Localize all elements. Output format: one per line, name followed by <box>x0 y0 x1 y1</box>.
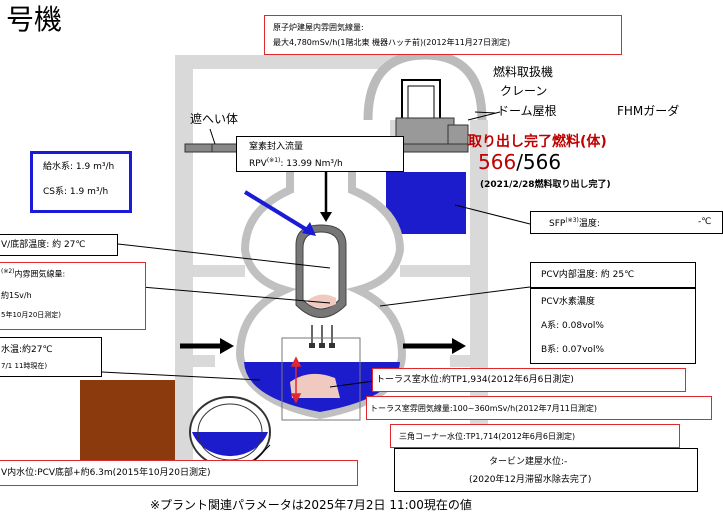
fhm-girder-label: FHMガーダ <box>617 104 680 118</box>
turbine-water-line1: タービン建屋水位:- <box>489 457 568 467</box>
water-temp-box: 水温:約27℃ 7/1 11時現在) <box>0 337 102 377</box>
shield-label: 遮へい体 <box>190 112 239 126</box>
nitrogen-box: 窒素封入流量 RPV(※1): 13.99 Nm³/h <box>236 136 404 172</box>
torus-dose-box: トーラス室雰囲気線量:100~360mSv/h(2012年7月11日測定) <box>366 396 712 420</box>
flow-arrows <box>180 170 466 354</box>
fuel-handling-machine-label: 燃料取扱機 <box>493 65 554 79</box>
pcv-atmos-dose-line1: 内雰囲気線量: <box>14 269 66 279</box>
dome-roof-label: ドーム屋根 <box>497 104 557 118</box>
spent-fuel-pool <box>386 172 466 234</box>
fuel-removed-value: 566 <box>478 150 517 174</box>
turbine-water-box: タービン建屋水位:- (2020年12月滞留水除去完了) <box>394 448 698 492</box>
nitrogen-title: 窒素封入流量 <box>249 142 304 152</box>
pcv-atmos-dose-title: (※2)内雰囲気線量: <box>1 268 65 279</box>
pcv-h2-box: PCV水素濃度 A系: 0.08vol% B系: 0.07vol% <box>530 288 696 364</box>
pcv-temp-box: PCV内部温度: 約 25℃ <box>530 262 696 288</box>
torus <box>189 396 271 468</box>
rpv-bottom-temp-box: V/底部温度: 約 27℃ <box>0 234 118 256</box>
pcv-atmos-dose-note: (※2) <box>1 268 15 275</box>
sfp-temp-label: SFP(※3)温度: <box>549 217 600 230</box>
torus-water-level-box: トーラス室水位:約TP1,934(2012年6月6日測定) <box>372 368 686 392</box>
pcv-h2-b: B系: 0.07vol% <box>541 345 604 355</box>
sfp-temp-box: SFP(※3)温度: -℃ <box>530 211 723 234</box>
pcv-water-level-box: V内水位:PCV底部+約6.3m(2015年10月20日測定) <box>0 460 358 486</box>
dome-and-crane <box>363 50 487 146</box>
nitrogen-rpv-flow: RPV(※1): 13.99 Nm³/h <box>249 157 343 170</box>
cs-flow: CS系: 1.9 m³/h <box>43 187 109 197</box>
sfp-prefix: SFP <box>549 219 566 229</box>
pcv-atmos-dose-line2: 約1Sv/h <box>1 291 32 300</box>
reactor-building-dose-line2: 最大4,780mSv/h(1階北東 機器ハッチ前)(2012年11月27日測定) <box>273 38 511 47</box>
page-title: 号機 <box>6 3 63 36</box>
pcv-h2-a: A系: 0.08vol% <box>541 321 604 331</box>
pedestal <box>281 337 361 421</box>
triangle-corner-box: 三角コーナー水位:TP1,714(2012年6月6日測定) <box>390 424 680 448</box>
pcv-atmos-dose-line3: 5年10月20日測定) <box>1 311 61 319</box>
pcv-water-level: V内水位:PCV底部+約6.3m(2015年10月20日測定) <box>1 468 211 478</box>
water-level-marker <box>290 356 302 404</box>
fuel-total-value: /566 <box>516 150 562 174</box>
torus-dose: トーラス室雰囲気線量:100~360mSv/h(2012年7月11日測定) <box>370 404 598 413</box>
pcv-atmos-dose-box: (※2)内雰囲気線量: 約1Sv/h 5年10月20日測定) <box>0 262 146 330</box>
injection-box: 給水系: 1.9 m³/h CS系: 1.9 m³/h <box>30 151 132 213</box>
crane-label: クレーン <box>500 84 548 98</box>
torus-water-level: トーラス室水位:約TP1,934(2012年6月6日測定) <box>376 375 574 385</box>
pcv-h2-title: PCV水素濃度 <box>541 297 595 307</box>
sfp-temp-value: -℃ <box>698 217 712 227</box>
reactor-building-frame <box>175 55 488 485</box>
fuel-removal-title: 取り出し完了燃料(体) <box>468 134 607 150</box>
sfp-note: (※3) <box>565 217 579 224</box>
leader-lines <box>101 111 531 466</box>
reactor-building-dose-line1: 原子炉建屋内雰囲気線量: <box>273 23 364 32</box>
water-temp-line2: 7/1 11時現在) <box>1 362 48 370</box>
fuel-removal-count: 566/566 <box>478 150 561 174</box>
feedwater-flow: 給水系: 1.9 m³/h <box>43 162 115 172</box>
pcv-temp: PCV内部温度: 約 25℃ <box>541 270 635 280</box>
rpv-bottom-temp: V/底部温度: 約 27℃ <box>1 240 86 250</box>
nitrogen-rpv-prefix: RPV <box>249 159 267 169</box>
parameter-footnote: ※プラント関連パラメータは2025年7月2日 11:00現在の値 <box>150 498 472 512</box>
water-temp-line1: 水温:約27℃ <box>1 345 53 355</box>
triangle-corner-level: 三角コーナー水位:TP1,714(2012年6月6日測定) <box>399 432 576 441</box>
turbine-building-left <box>80 380 175 460</box>
sfp-label: 温度: <box>578 219 600 229</box>
nitrogen-rpv-note: (※1) <box>266 157 281 164</box>
reactor-building-dose-box: 原子炉建屋内雰囲気線量: 最大4,780mSv/h(1階北東 機器ハッチ前)(2… <box>264 15 622 55</box>
turbine-water-line2: (2020年12月滞留水除去完了) <box>469 475 592 485</box>
fuel-removal-note: (2021/2/28燃料取り出し完了) <box>480 180 611 190</box>
nitrogen-rpv-value: : 13.99 Nm³/h <box>280 159 343 169</box>
